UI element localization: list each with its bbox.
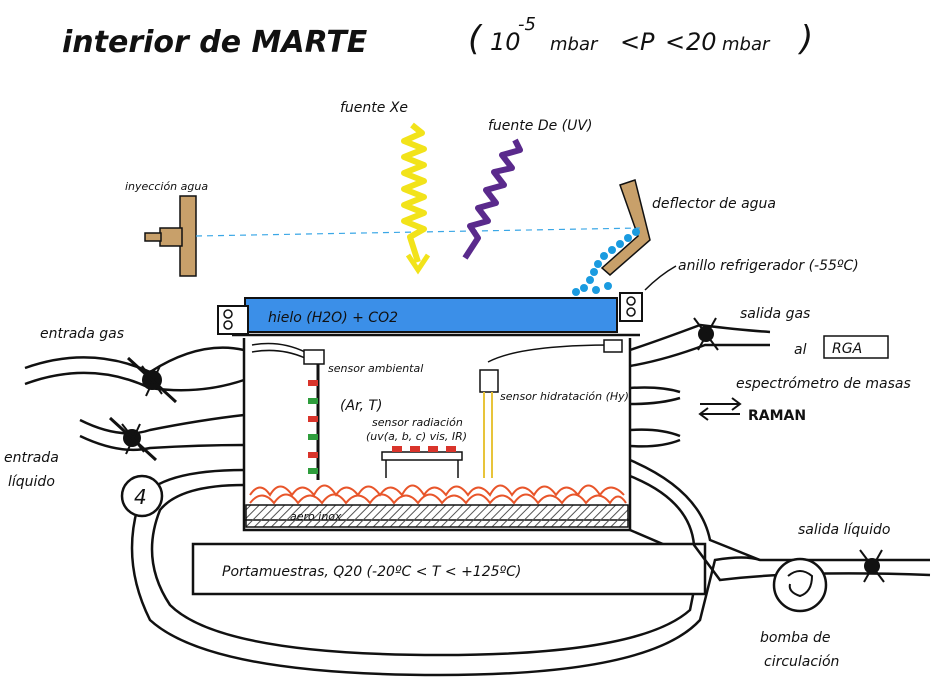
water-injector <box>144 195 197 277</box>
liquid-inlet-label-2: líquido <box>8 474 55 490</box>
gas-inlet-pipe <box>24 346 245 392</box>
pressure-lower: 10 <box>490 28 521 56</box>
aero-inox-plate <box>245 504 629 528</box>
hydration-sensor <box>479 339 623 478</box>
pressure-p: P <box>640 28 655 56</box>
cooling-ring-label: anillo refrigerador (-55ºC) <box>678 258 859 274</box>
deflector-label: deflector de agua <box>652 196 776 212</box>
regolith-layer-2 <box>249 493 627 505</box>
pressure-close: ) <box>797 19 813 59</box>
pressure-exp: -5 <box>518 14 536 35</box>
raman-label: RAMAN <box>748 408 806 424</box>
liquid-outlet-label: salida líquido <box>798 522 890 538</box>
rga-box <box>823 335 889 359</box>
sample-holder-label: Portamuestras, Q20 (-20ºC < T < +125ºC) <box>222 564 521 580</box>
pressure-lt1: < <box>620 28 640 56</box>
water-drops <box>572 228 640 296</box>
pressure-unit-a: mbar <box>550 34 599 55</box>
xe-source-label: fuente Xe <box>340 100 408 116</box>
liquid-inlet-label-1: entrada <box>4 450 59 466</box>
ice-label: hielo (H2O) + CO2 <box>268 310 398 326</box>
water-deflector <box>600 179 651 276</box>
pressure-unit-b: mbar <box>722 34 771 55</box>
radiation-sensor <box>381 446 463 478</box>
mass-spec-label: espectrómetro de masas <box>736 376 911 392</box>
raman-arrows <box>698 397 742 421</box>
pump-circle-left <box>120 474 164 518</box>
liquid-outlet-pipe <box>629 458 931 582</box>
pressure-range: ( 10 -5 mbar < P < 20 mbar ) <box>468 14 813 59</box>
left-clamp <box>217 305 249 335</box>
pump-impeller-icon <box>787 570 814 598</box>
env-sensor-label: sensor ambiental <box>328 362 423 375</box>
aero-inox-label: aero inox <box>290 510 342 523</box>
water-injection-label: inyección agua <box>125 180 208 193</box>
liquid-inlet-pipe <box>79 413 245 452</box>
gas-inlet-valve <box>126 356 178 404</box>
cooling-ring-arrow <box>644 265 677 291</box>
environmental-sensor <box>251 342 325 480</box>
pump-label-2: circulación <box>764 654 839 670</box>
pressure-open: ( <box>468 19 483 59</box>
env-sensor-vars: (Ar, T) <box>340 398 382 414</box>
radiation-sensor-vars: (uv(a, b, c) vis, IR) <box>366 430 467 443</box>
sensor-leds <box>308 380 318 474</box>
circulation-pump <box>772 557 828 613</box>
regolith-layer <box>249 484 625 497</box>
de-source-label: fuente De (UV) <box>488 118 592 134</box>
pressure-lt2: < <box>665 28 685 56</box>
raman-port <box>629 386 681 448</box>
liquid-inlet-valve <box>108 416 158 462</box>
pump-symbol: 4 <box>134 485 147 509</box>
de-beam <box>462 138 523 260</box>
pump-label-1: bomba de <box>760 630 831 646</box>
to-label: al <box>794 342 807 358</box>
xe-beam-tip <box>405 253 431 275</box>
hydration-sensor-label: sensor hidratación (Hy) <box>500 390 629 403</box>
ice-plate <box>244 297 618 333</box>
title: interior de MARTE <box>62 25 368 60</box>
liquid-outlet-valve <box>859 549 885 583</box>
xe-beam <box>401 122 427 263</box>
rga-label: RGA <box>832 341 862 357</box>
sample-holder <box>191 542 707 596</box>
gas-outlet-label: salida gas <box>740 306 810 322</box>
gas-outlet-valve <box>693 317 719 351</box>
right-clamp <box>619 292 643 322</box>
pressure-upper: 20 <box>686 28 717 56</box>
gas-inlet-label: entrada gas <box>40 326 124 342</box>
radiation-sensor-label: sensor radiación <box>372 416 463 429</box>
